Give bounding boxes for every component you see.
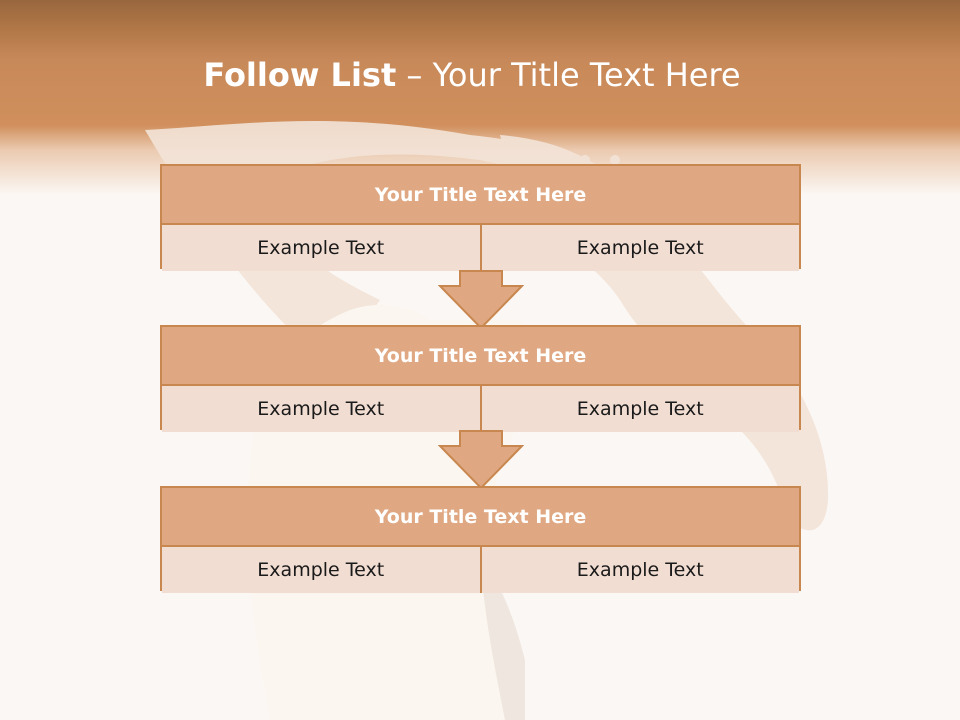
step-title: Your Title Text Here (162, 327, 799, 386)
step-cell-right: Example Text (479, 386, 800, 432)
step-cell-right: Example Text (479, 225, 800, 271)
down-arrow-icon (438, 430, 524, 490)
slide-title-rest: – Your Title Text Here (396, 56, 741, 94)
step-box-2: Your Title Text Here Example Text Exampl… (160, 325, 801, 432)
step-title: Your Title Text Here (162, 166, 799, 225)
step-box-1: Your Title Text Here Example Text Exampl… (160, 164, 801, 271)
step-cell-left: Example Text (257, 237, 385, 259)
step-title: Your Title Text Here (162, 488, 799, 547)
slide-title: Follow List – Your Title Text Here (0, 56, 944, 94)
step-row: Example Text Example Text (162, 547, 799, 593)
down-arrow-icon (438, 270, 524, 330)
slide-title-bold: Follow List (203, 56, 397, 94)
step-row: Example Text Example Text (162, 225, 799, 271)
step-box-3: Your Title Text Here Example Text Exampl… (160, 486, 801, 593)
step-cell-left: Example Text (257, 559, 385, 581)
step-cell-right: Example Text (479, 547, 800, 593)
step-row: Example Text Example Text (162, 386, 799, 432)
step-cell-left: Example Text (257, 398, 385, 420)
